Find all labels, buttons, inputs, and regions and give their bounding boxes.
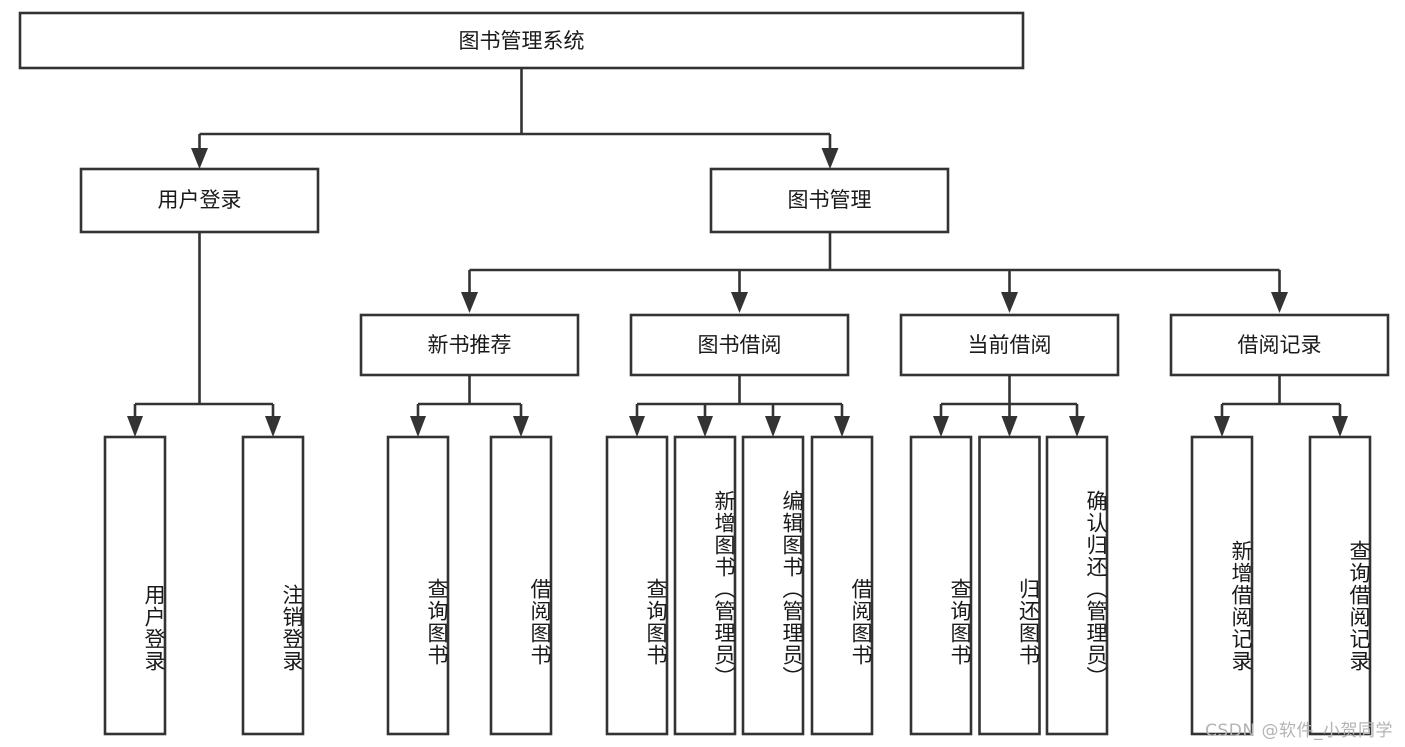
node-root-label: 图书管理系统 <box>459 29 585 53</box>
node-borrow-record-box[interactable] <box>1169 313 1390 377</box>
arrow-to-new-book-recommend <box>461 292 478 313</box>
leaf-edit-book-admin-box[interactable] <box>741 435 805 736</box>
arrow-to-user-login <box>191 148 208 169</box>
connector-layer <box>127 68 1348 437</box>
node-root-box[interactable] <box>18 11 1025 70</box>
arrow-leaf-user-login <box>127 416 143 437</box>
leaf-query-book-1-box[interactable] <box>386 435 450 736</box>
node-book-borrow-label: 图书借阅 <box>698 333 782 357</box>
leaf-add-borrow-record-box[interactable] <box>1190 435 1254 736</box>
node-user-login-label: 用户登录 <box>158 188 242 212</box>
node-book-management[interactable]: 图书管理 <box>709 167 950 234</box>
leaf-borrow-book-2-box[interactable] <box>810 435 874 736</box>
arrow-leaf-borrow-book-2 <box>834 416 850 437</box>
arrow-leaf-query-book-3 <box>933 416 949 437</box>
node-new-book-recommend-box[interactable] <box>359 313 580 377</box>
arrow-leaf-query-book-1 <box>410 416 426 437</box>
node-user-login[interactable]: 用户登录 <box>79 167 320 234</box>
node-new-book-recommend[interactable]: 新书推荐 <box>359 313 580 377</box>
node-root[interactable]: 图书管理系统 <box>18 11 1025 70</box>
arrow-leaf-add-book-admin <box>697 416 713 437</box>
leaf-return-book-box[interactable] <box>978 435 1041 736</box>
leaf-query-borrow-record-box[interactable] <box>1308 435 1372 736</box>
arrow-to-book-borrow <box>731 292 748 313</box>
node-user-login-box[interactable] <box>79 167 320 234</box>
leaf-query-book-2-box[interactable] <box>605 435 669 736</box>
node-borrow-record-label: 借阅记录 <box>1238 333 1322 357</box>
arrow-leaf-query-book-2 <box>629 416 645 437</box>
node-current-borrow[interactable]: 当前借阅 <box>899 313 1120 377</box>
leaf-user-login-box[interactable] <box>103 435 167 736</box>
arrow-to-book-management <box>821 148 839 169</box>
node-book-management-label: 图书管理 <box>788 188 872 212</box>
node-borrow-record[interactable]: 借阅记录 <box>1169 313 1390 377</box>
arrow-to-borrow-record <box>1271 292 1288 313</box>
leaf-borrow-book-1-box[interactable] <box>489 435 553 736</box>
csdn-watermark: CSDN @软件_小贺同学 <box>1205 721 1393 741</box>
arrow-to-current-borrow <box>1001 292 1018 313</box>
arrow-leaf-confirm-return-admin <box>1069 416 1085 437</box>
node-current-borrow-label: 当前借阅 <box>968 333 1052 357</box>
arrow-leaf-add-borrow-record <box>1214 416 1230 437</box>
arrow-leaf-borrow-book-1 <box>513 416 529 437</box>
leaf-add-book-admin-box[interactable] <box>673 435 737 736</box>
node-book-borrow-box[interactable] <box>629 313 850 377</box>
leaf-query-book-3-box[interactable] <box>909 435 973 736</box>
arrow-leaf-edit-book-admin <box>765 416 781 437</box>
node-book-borrow[interactable]: 图书借阅 <box>629 313 850 377</box>
leaf-box-layer <box>103 435 1372 736</box>
arrow-leaf-query-borrow-record <box>1332 416 1348 437</box>
node-current-borrow-box[interactable] <box>899 313 1120 377</box>
leaf-logout-login-box[interactable] <box>241 435 305 736</box>
arrow-leaf-logout-login <box>265 416 281 437</box>
arrow-leaf-return-book <box>1001 416 1018 437</box>
node-new-book-recommend-label: 新书推荐 <box>428 333 512 357</box>
node-book-management-box[interactable] <box>709 167 950 234</box>
leaf-confirm-return-admin-box[interactable] <box>1045 435 1109 736</box>
